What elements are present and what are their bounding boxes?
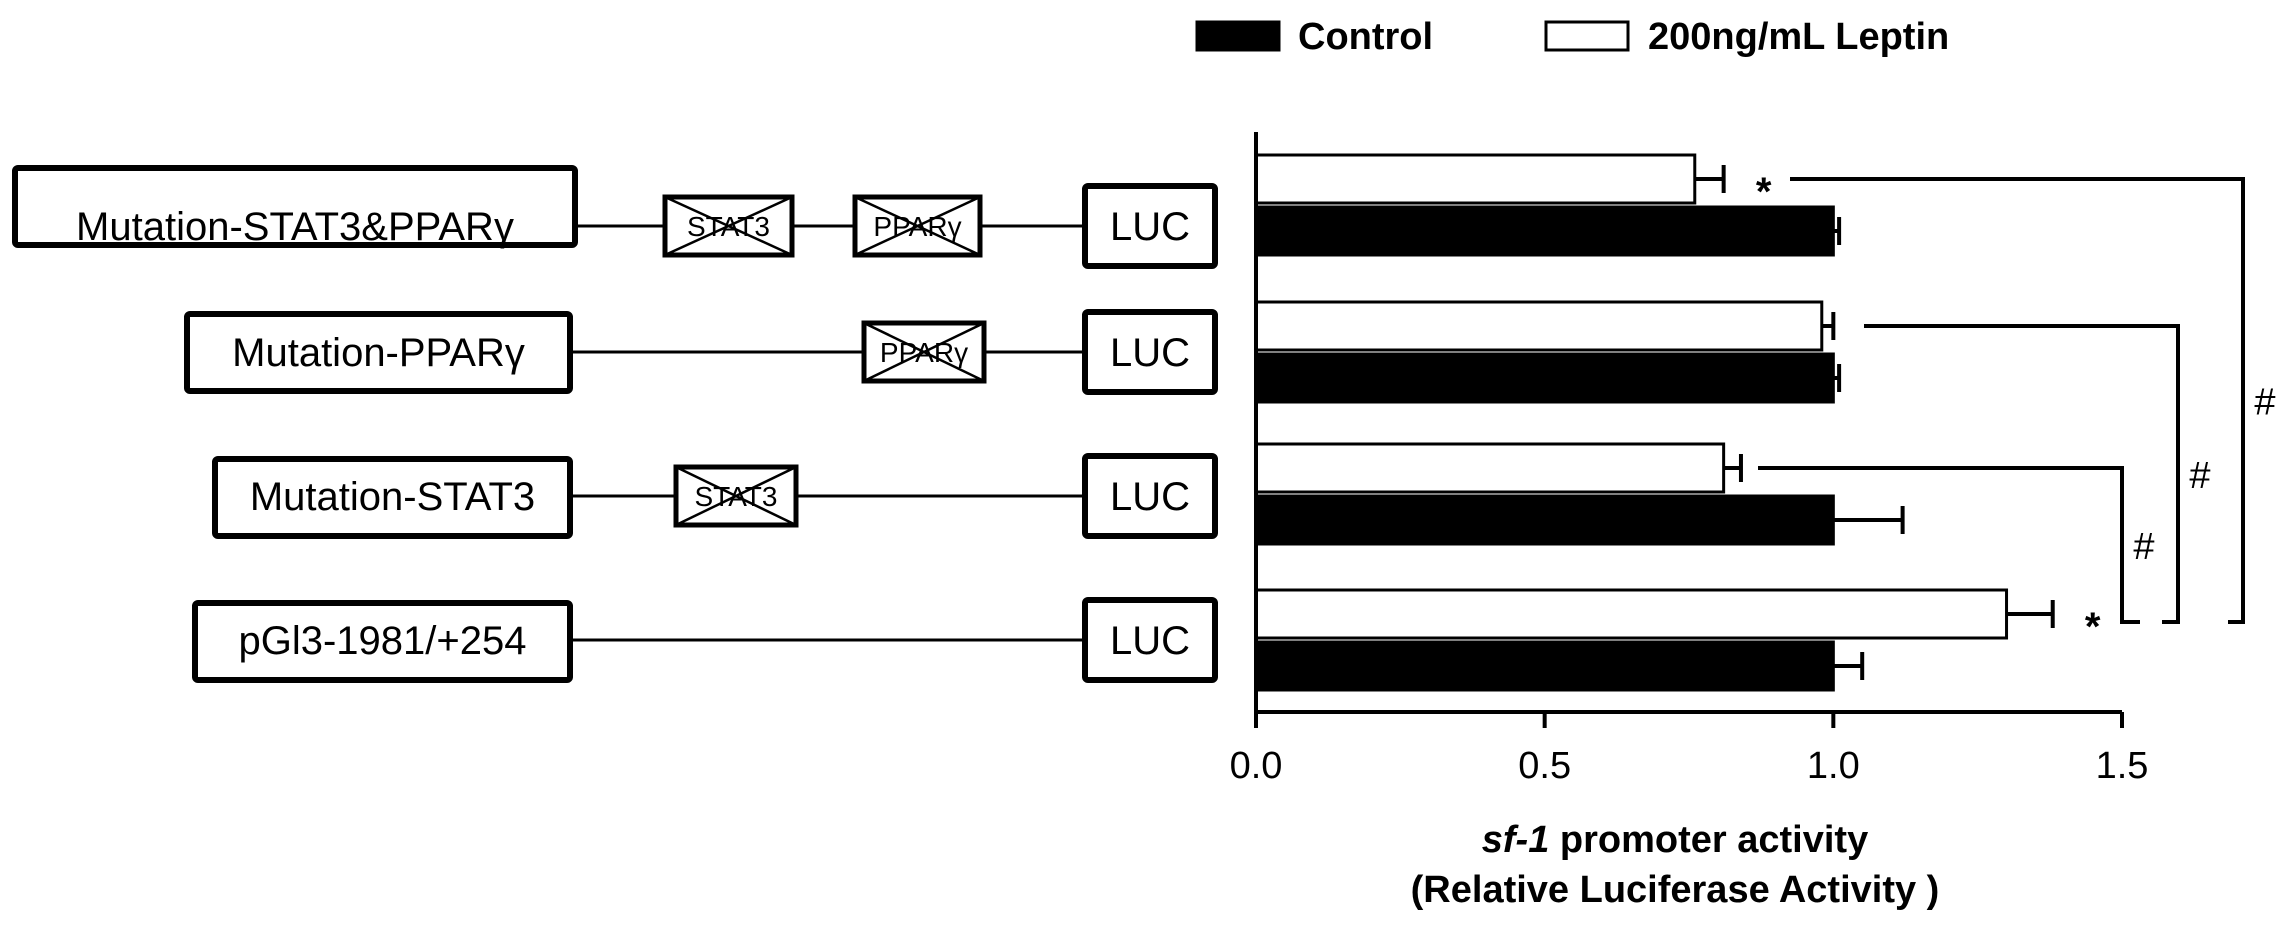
significance-hash: # xyxy=(2133,526,2154,568)
mutation-cross-line xyxy=(664,195,793,257)
luc-label: LUC xyxy=(1110,475,1190,519)
luc-box xyxy=(1082,183,1218,269)
bar-control xyxy=(1254,205,1835,257)
mutation-cross-line xyxy=(675,465,797,527)
bar-control xyxy=(1254,494,1835,546)
x-tick-label: 1.0 xyxy=(1807,745,1860,787)
bar-leptin xyxy=(1254,300,1824,352)
construct-label: pGl3-1981/+254 xyxy=(238,619,526,663)
bars-layer xyxy=(1254,153,2055,692)
significance-hash: # xyxy=(2189,455,2210,497)
luc-box xyxy=(1082,597,1218,683)
significance-bracket xyxy=(1758,466,2140,624)
bar-control xyxy=(1254,640,1835,692)
significance-layer: * * # # # xyxy=(1756,170,2276,649)
luc-label: LUC xyxy=(1110,331,1190,375)
axes-layer: 0.0 0.5 1.0 1.5 xyxy=(1230,132,2149,787)
bar-control xyxy=(1254,352,1835,404)
significance-bracket xyxy=(1864,324,2180,624)
x-axis-label: sf-1 promoter activity xyxy=(1482,819,1868,861)
legend-control-swatch xyxy=(1195,20,1281,52)
legend-control-label: Control xyxy=(1298,16,1433,58)
x-tick-label: 1.5 xyxy=(2096,745,2149,787)
luc-box xyxy=(1082,453,1218,539)
x-tick-label: 0.5 xyxy=(1518,745,1571,787)
luc-box xyxy=(1082,309,1218,395)
mutation-cross-line xyxy=(854,195,981,257)
x-tick-label: 0.0 xyxy=(1230,745,1283,787)
construct-label: Mutation-PPARγ xyxy=(232,331,525,375)
bar-leptin xyxy=(1254,153,1697,205)
legend-leptin-label: 200ng/mL Leptin xyxy=(1648,16,1949,58)
bar-leptin xyxy=(1254,588,2009,640)
mutation-cross-line xyxy=(863,321,985,383)
significance-bracket xyxy=(1790,177,2245,624)
construct-label: Mutation-STAT3&PPARγ xyxy=(76,205,514,249)
x-axis-label-rest: promoter activity xyxy=(1549,819,1868,861)
x-axis-label-italic: sf-1 xyxy=(1482,819,1550,861)
luc-label: LUC xyxy=(1110,205,1190,249)
x-axis-label-line2: (Relative Luciferase Activity ) xyxy=(1411,869,1940,911)
legend-leptin-swatch xyxy=(1544,20,1630,52)
bar-leptin xyxy=(1254,442,1726,494)
significance-hash: # xyxy=(2254,382,2275,424)
bar-chart: 0.0 0.5 1.0 1.5 * * # # # sf-1 promoter activit… xyxy=(1230,132,2276,911)
construct-label: Mutation-STAT3 xyxy=(250,475,535,519)
significance-star: * xyxy=(2085,605,2101,649)
legend: Control 200ng/mL Leptin xyxy=(1195,16,1949,58)
significance-star: * xyxy=(1756,170,1772,214)
construct-box xyxy=(12,165,578,248)
luc-label: LUC xyxy=(1110,619,1190,663)
promoter-schematic: Mutation-STAT3&PPARγSTAT3PPARγLUCMutatio… xyxy=(12,165,1218,683)
